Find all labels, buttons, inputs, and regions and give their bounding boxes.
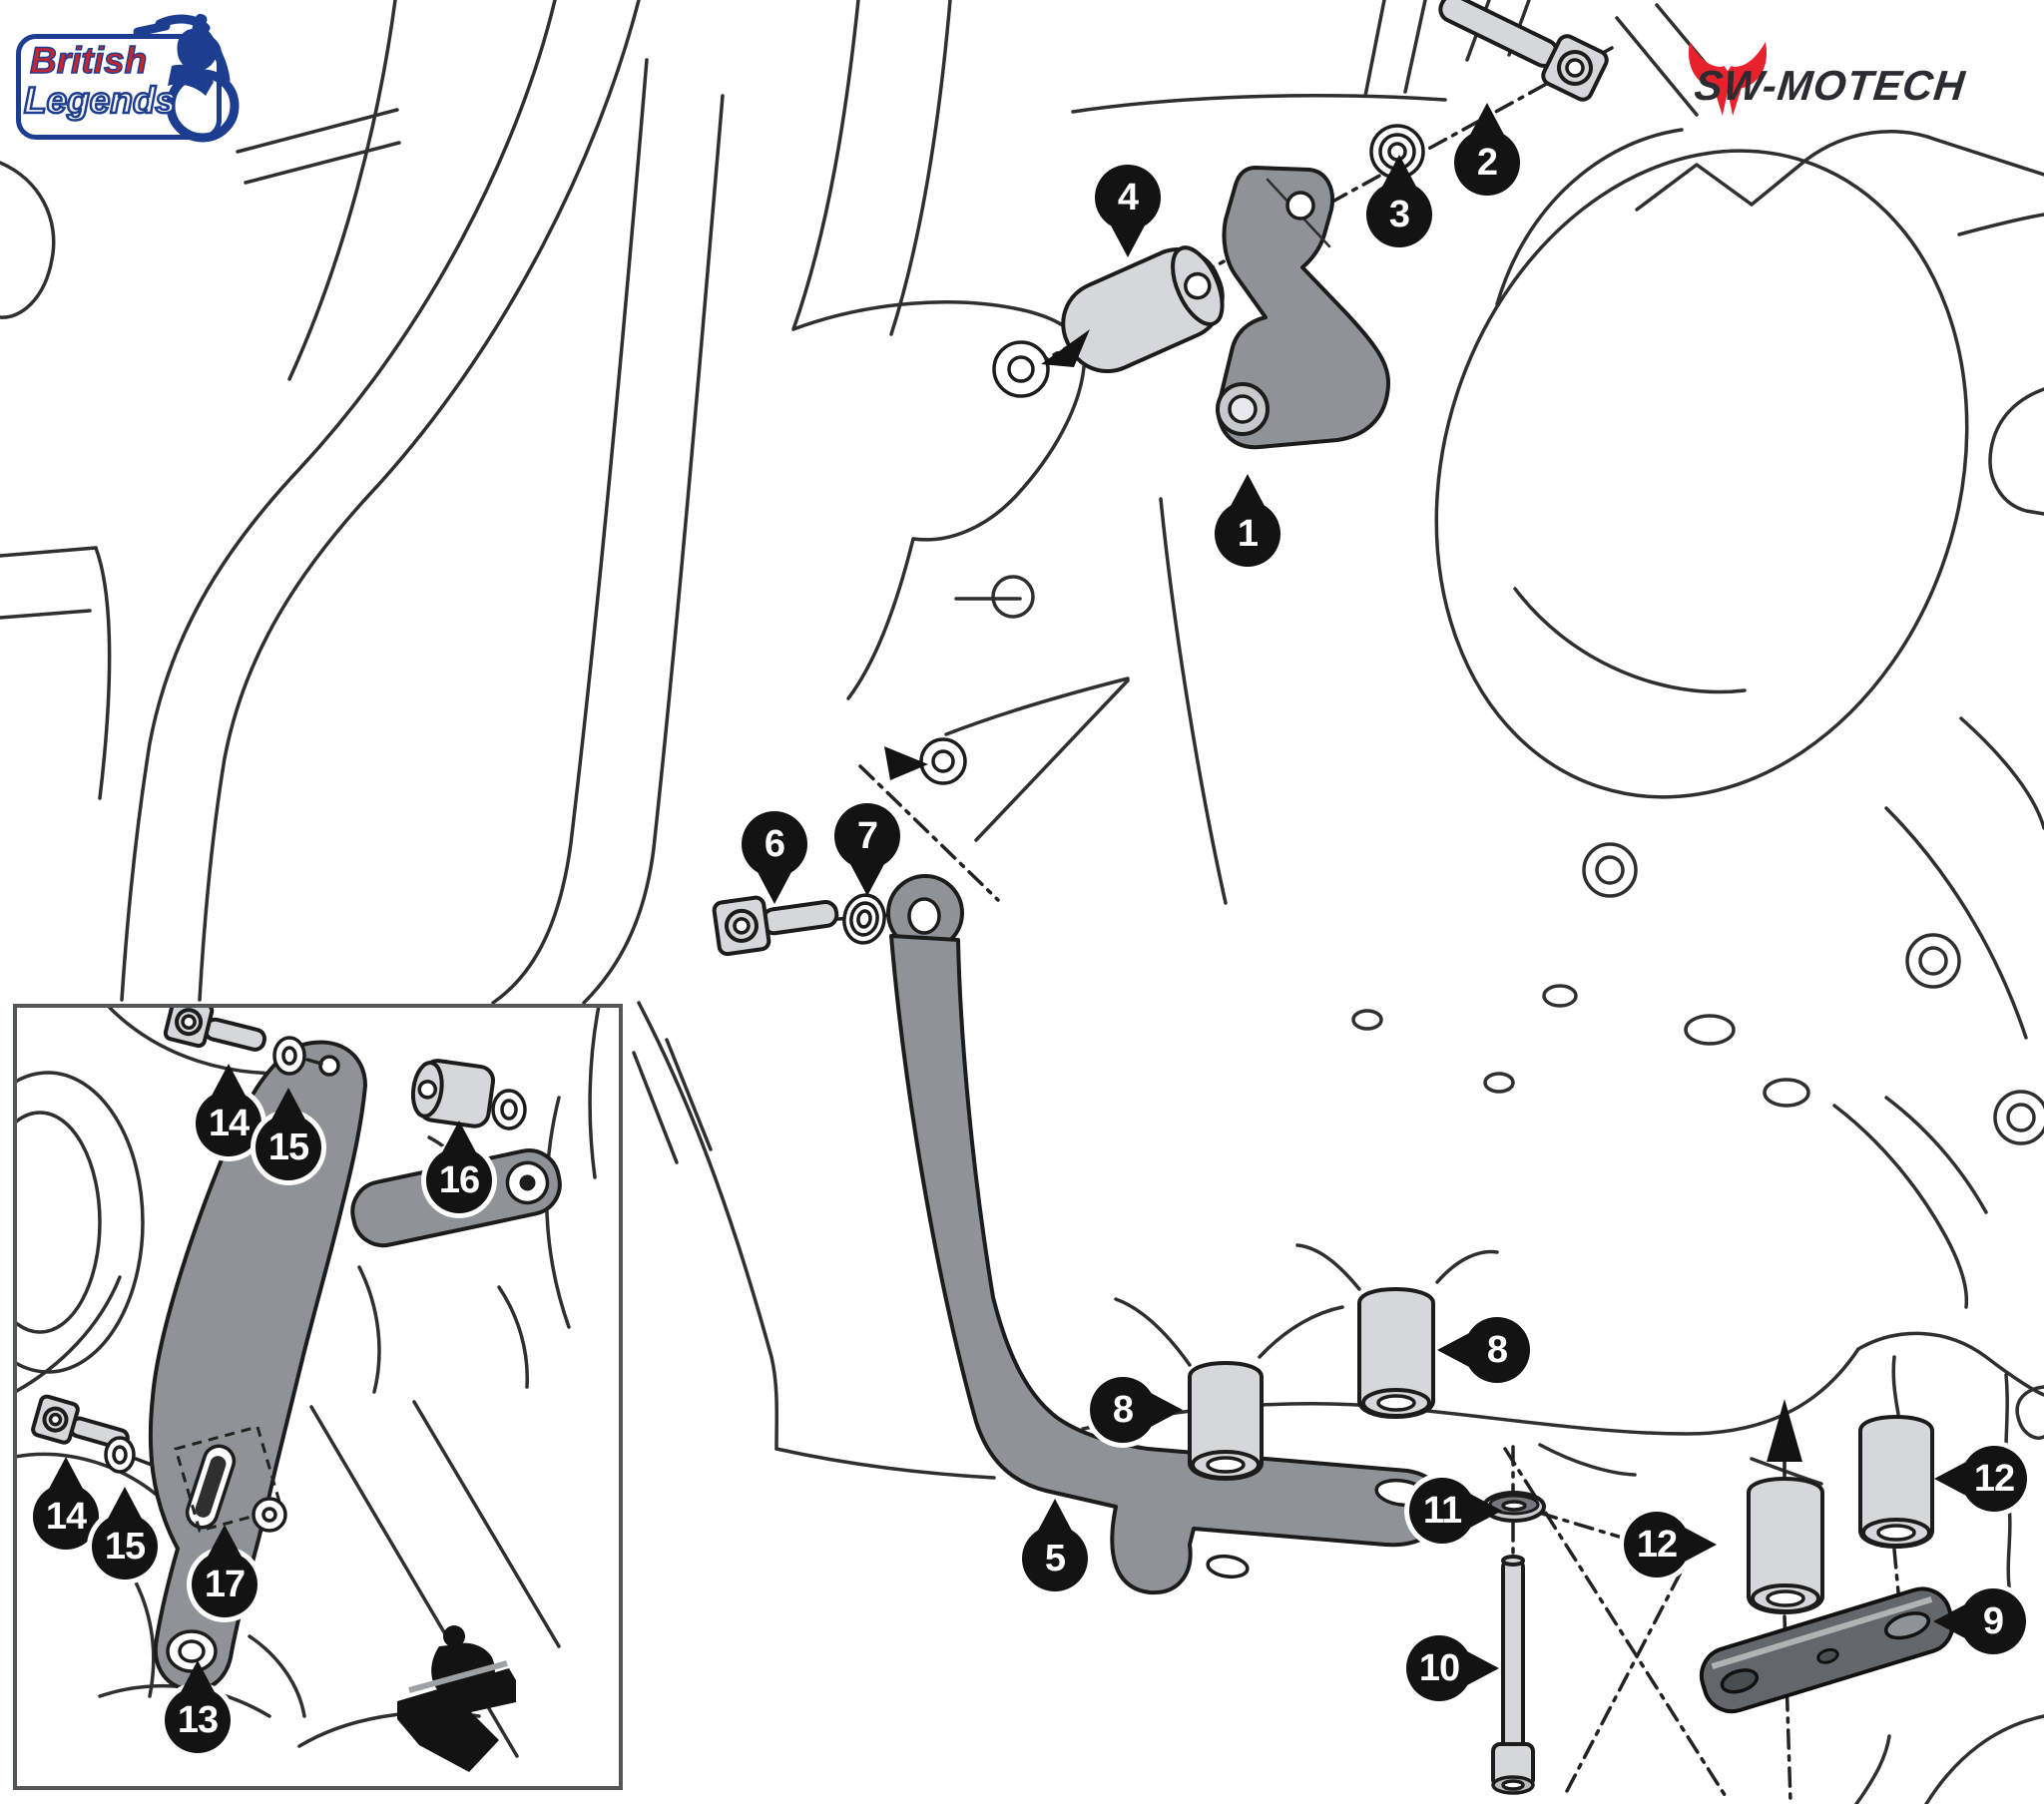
- part-washer-11: [1482, 1491, 1546, 1523]
- motorcycle-silhouette-icon: [133, 13, 240, 143]
- arrow-into-mid-hole: [884, 746, 928, 780]
- part-bolt-6: [712, 895, 839, 957]
- part-spacer-8b: [1357, 1287, 1435, 1419]
- part-washer-3: [1369, 124, 1425, 180]
- inset-spacer-16: [410, 1059, 496, 1128]
- inset-washer-15a: [272, 1036, 323, 1076]
- detail-inset: [13, 1004, 623, 1790]
- british-legends-logo: British Legends: [16, 6, 265, 146]
- inset-border: [13, 1004, 623, 1790]
- threaded-hole-mid: [919, 737, 967, 785]
- insertion-arrows: [884, 329, 1802, 1462]
- bull-horns-icon: [1688, 42, 1768, 116]
- part-spacer-12a: [1747, 1477, 1824, 1614]
- part-bracket-1: [1216, 166, 1390, 450]
- rider-position-icon: [397, 1625, 516, 1772]
- part-spacer-4: [1061, 245, 1225, 374]
- part-bolt-2: [1438, 0, 1609, 102]
- part-spacer-8a: [1188, 1361, 1264, 1481]
- inset-bolt-14a: [163, 1006, 267, 1052]
- part-bolt-10: [1491, 1555, 1535, 1795]
- arrow-into-top-hole: [1041, 329, 1090, 367]
- sw-motech-wordmark: SW-MOTECH: [1692, 62, 1968, 109]
- arrow-up: [1767, 1399, 1802, 1462]
- inset-washer-15b: [104, 1436, 154, 1474]
- part-plate-9: [1699, 1586, 1955, 1714]
- threaded-hole-top: [992, 340, 1050, 398]
- british-legends-word-1: British: [29, 39, 148, 82]
- part-spacer-12b: [1858, 1415, 1934, 1549]
- sw-motech-logo: SW-MOTECH: [1685, 36, 2044, 136]
- british-legends-word-2: Legends: [23, 79, 178, 123]
- part-main-bracket-5: [886, 874, 1446, 1595]
- inset-main-bracket: [148, 1040, 367, 1692]
- inset-washer-16b: [491, 1089, 527, 1130]
- part-washer-7: [842, 893, 886, 945]
